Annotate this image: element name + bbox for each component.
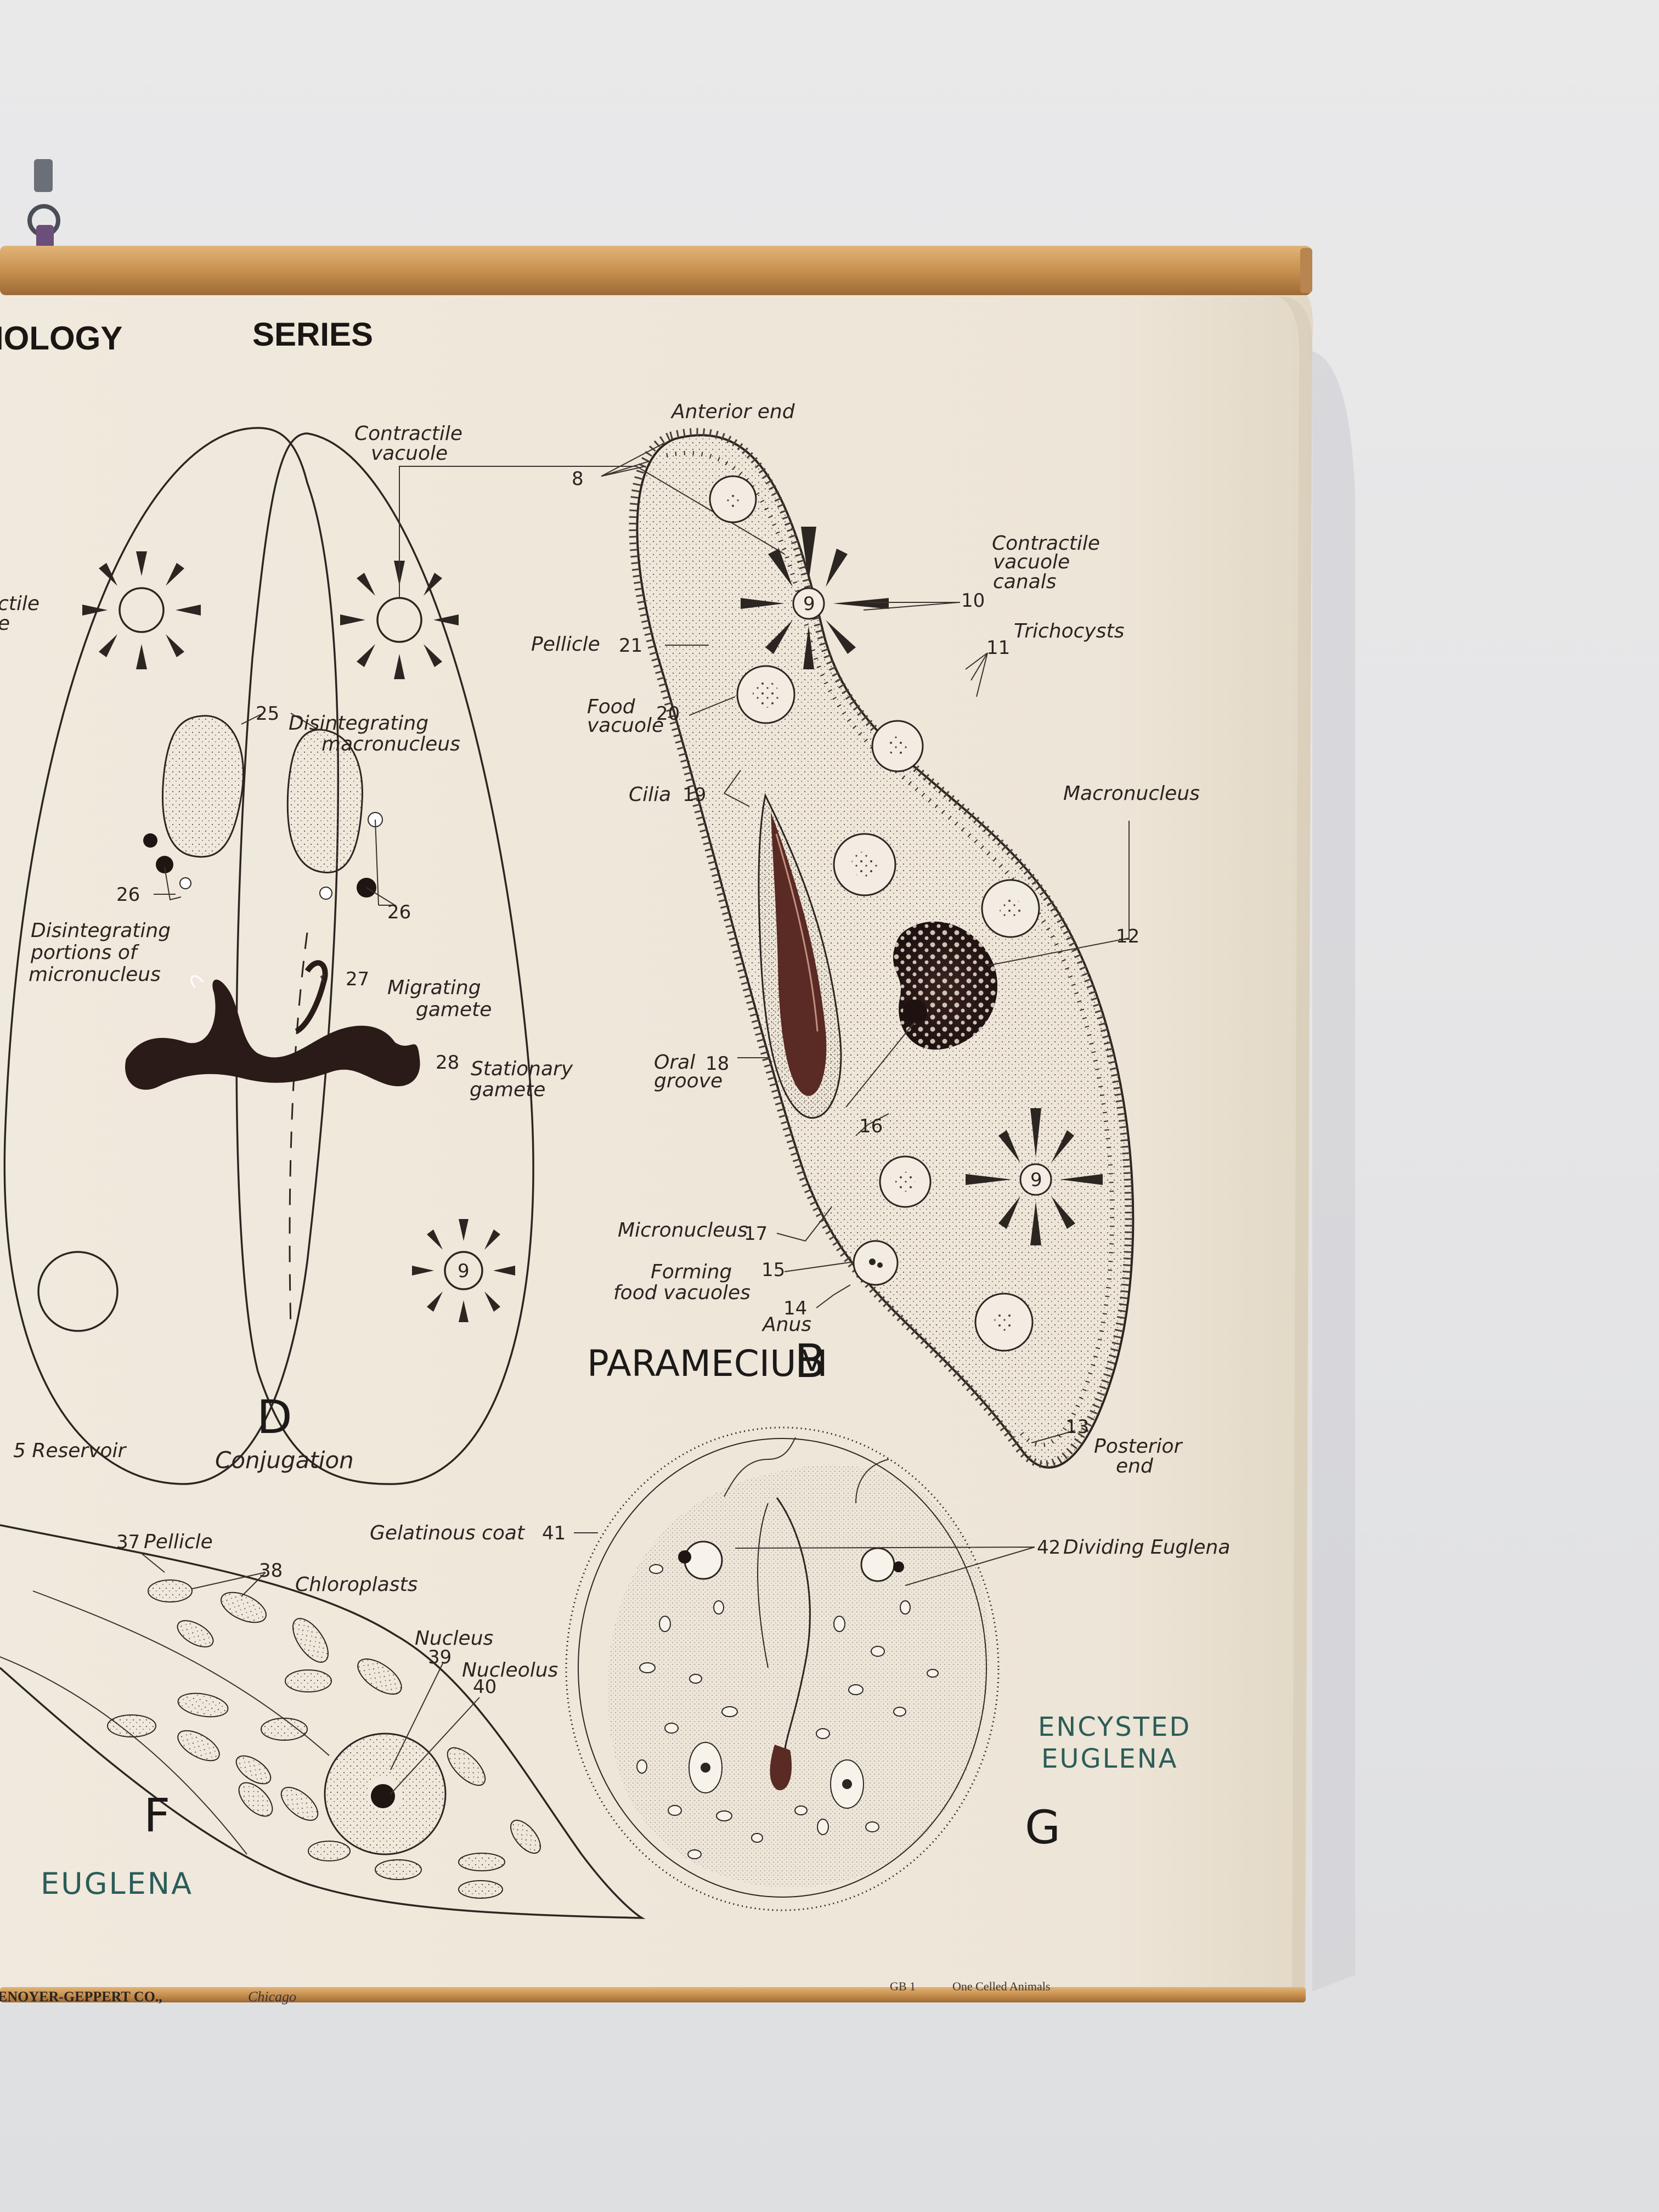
header-fragment: IOLOGY <box>0 320 122 357</box>
contractile-vacuole-bottom: 9 <box>966 1108 1103 1245</box>
label-41: 41 <box>542 1522 566 1544</box>
header-series: SERIES <box>252 316 373 353</box>
label-39: 39 <box>428 1646 452 1668</box>
label-21: 21 <box>619 635 642 657</box>
label-disintegrating-portions: Disintegrating portions of micronucleus <box>29 919 177 986</box>
label-pellicle-f: Pellicle <box>144 1531 213 1553</box>
label-contractile-vacuole-canals: Contractile vacuole canals <box>992 532 1106 593</box>
label-cilia: Cilia <box>629 783 671 806</box>
bottom-rod <box>0 1987 1306 2002</box>
label-ctile-fragment: ctile e <box>0 592 46 635</box>
label-12: 12 <box>1116 926 1139 947</box>
contractile-vacuole-lower: 9 <box>412 1219 515 1322</box>
letter-g: G <box>1025 1801 1060 1854</box>
label-dividing-euglena: Dividing Euglena <box>1063 1536 1230 1559</box>
label-trichocysts: Trichocysts <box>1014 620 1124 642</box>
contractile-vacuole-left <box>82 551 201 669</box>
label-15: 15 <box>761 1259 785 1281</box>
contractile-vacuole-top: 9 <box>741 527 889 669</box>
label-gelatinous-coat: Gelatinous coat <box>370 1522 526 1544</box>
food-vacuoles <box>709 475 1040 1352</box>
label-food-vacuole: Food vacuole <box>587 696 664 737</box>
label-16: 16 <box>859 1115 883 1137</box>
cyst-nuclei <box>689 1742 864 1809</box>
chart-paper <box>0 286 1355 1996</box>
panel-b-paramecium: 9 9 <box>531 400 1200 1477</box>
label-encysted-euglena: ENCYSTED EUGLENA <box>1038 1712 1201 1774</box>
label-13: 13 <box>1065 1416 1089 1438</box>
title-paramecium: PARAMECIUM <box>587 1342 828 1385</box>
label-27: 27 <box>346 968 369 990</box>
footer-publisher: ENOYER-GEPPERT CO., <box>0 1989 162 2005</box>
label-20: 20 <box>656 703 680 725</box>
label-9b-top: 9 <box>803 593 815 615</box>
label-nucleus: Nucleus <box>415 1627 493 1650</box>
label-40: 40 <box>473 1676 496 1698</box>
label-oral-groove: Oral groove <box>654 1051 723 1092</box>
gametes <box>125 960 420 1090</box>
label-11: 11 <box>986 637 1010 659</box>
label-migrating-gamete: Migrating gamete <box>387 977 492 1021</box>
euglena-nucleus <box>324 1733 447 1855</box>
label-26b: 26 <box>387 901 411 923</box>
letter-d: D <box>257 1390 292 1444</box>
label-forming-food-vacuoles: Forming food vacuoles <box>613 1261 751 1304</box>
label-chloroplasts: Chloroplasts <box>295 1573 417 1596</box>
label-micronucleus: Micronucleus <box>618 1219 748 1242</box>
label-stationary-gamete: Stationary gamete <box>470 1058 579 1101</box>
label-28: 28 <box>436 1052 459 1074</box>
label-18: 18 <box>706 1053 729 1075</box>
oral-groove <box>758 793 842 1119</box>
panel-f-euglena: 37 Pellicle 38 Chloroplasts Nucleus 39 N… <box>0 1524 646 1919</box>
disintegrating-macronucleus <box>162 715 363 873</box>
label-38: 38 <box>259 1560 283 1582</box>
panel-g-encysted-euglena: Gelatinous coat 41 42 Dividing Euglena G… <box>370 1426 1230 1911</box>
footer-city: Chicago <box>248 1989 296 2005</box>
label-10: 10 <box>961 590 985 612</box>
label-25: 25 <box>256 703 279 725</box>
label-contractile-vacuole-d: Contractile vacuole <box>354 422 469 465</box>
label-euglena-f: EUGLENA <box>41 1866 193 1901</box>
label-26a: 26 <box>116 884 140 906</box>
letter-f: F <box>144 1788 170 1842</box>
label-42: 42 <box>1037 1537 1060 1559</box>
label-posterior-end: Posterior end <box>1094 1435 1188 1477</box>
label-14: 14 <box>783 1297 807 1319</box>
eyespots <box>678 1541 904 1582</box>
top-rod <box>0 246 1312 295</box>
label-reservoir: 5 Reservoir <box>13 1440 127 1462</box>
label-disintegrating-macronucleus: Disintegrating macronucleus <box>289 712 460 755</box>
label-17: 17 <box>744 1223 768 1245</box>
label-19: 19 <box>682 784 706 806</box>
footer-chart-name: One Celled Animals <box>952 1979 1050 1993</box>
paramylon-granules <box>636 1564 939 1859</box>
micronucleus <box>903 1000 927 1024</box>
label-pellicle-b: Pellicle <box>531 633 600 656</box>
wall-hook <box>27 159 60 258</box>
label-macronucleus: Macronucleus <box>1063 782 1200 805</box>
letter-b: B <box>794 1334 826 1388</box>
label-8: 8 <box>572 468 584 490</box>
label-37: 37 <box>116 1531 140 1553</box>
reservoir-circle <box>37 1251 119 1332</box>
flagella <box>724 1437 889 1504</box>
footer-code: GB 1 <box>890 1979 916 1993</box>
label-conjugation: Conjugation <box>215 1447 354 1474</box>
label-anus: Anus <box>761 1313 811 1336</box>
panel-d-conjugation: 9 Contractile vacuole <box>0 422 785 1485</box>
label-nucleolus: Nucleolus <box>462 1659 558 1681</box>
label-9b-bottom: 9 <box>1030 1169 1042 1191</box>
label-9-d: 9 <box>458 1260 470 1282</box>
chloroplasts <box>107 1579 541 1899</box>
label-anterior-end: Anterior end <box>670 400 795 423</box>
